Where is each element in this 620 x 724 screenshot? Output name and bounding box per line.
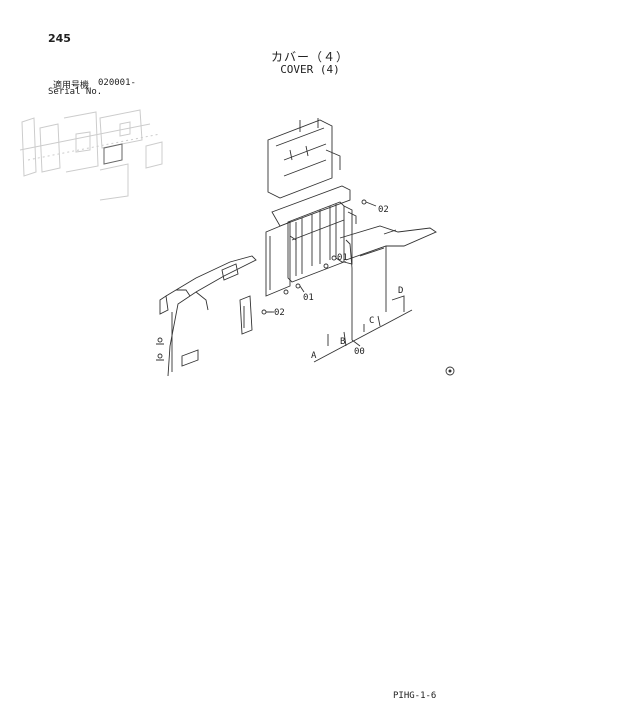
label-station-a: A	[311, 351, 317, 361]
callout-02-upper: 02	[378, 205, 389, 215]
title-english: COVER (4)	[280, 63, 340, 76]
callout-02-lower: 02	[274, 308, 285, 318]
callout-01-left: 01	[303, 293, 314, 303]
label-station-c: C	[369, 316, 374, 326]
ghost-machine-outline	[19, 109, 163, 201]
serial-value: 020001-	[98, 78, 136, 88]
footer-page-code: PIHG-1-6	[393, 691, 437, 701]
page-number: 245	[48, 32, 71, 45]
callout-00-assembly: 00	[354, 347, 365, 357]
label-station-d: D	[398, 286, 403, 296]
circled-mark-icon	[445, 366, 455, 376]
cover-assembly-lines	[156, 118, 437, 377]
title-japanese: カバー（４）	[270, 50, 349, 64]
label-station-b: B	[340, 337, 345, 347]
serial-label-english: Serial No.	[48, 87, 103, 97]
ghost-panel	[103, 143, 123, 165]
callout-01-right: 01	[337, 253, 348, 263]
serial-label-japanese: 適用号機	[53, 81, 90, 91]
